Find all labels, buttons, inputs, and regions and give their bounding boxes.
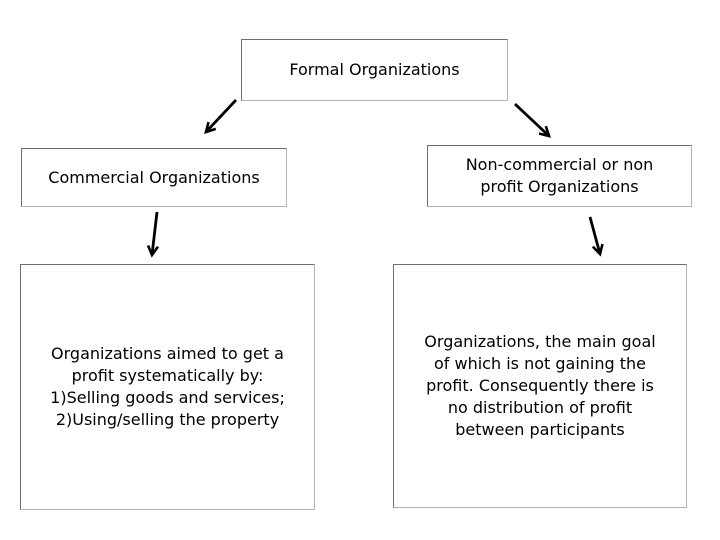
node-commercial-description-label: Organizations aimed to get a profit syst… [50,344,285,429]
node-noncommercial-organizations: Non-commercial or non profit Organizatio… [427,145,692,207]
node-formal-organizations-label: Formal Organizations [289,60,460,79]
arrow-commercial-to-description [146,211,160,258]
arrow-noncommercial-to-description [588,216,604,257]
arrow-formal-to-commercial [204,99,238,134]
node-commercial-description: Organizations aimed to get a profit syst… [20,264,315,510]
node-noncommercial-description-label: Organizations, the main goal of which is… [424,332,656,439]
arrow-formal-to-noncommercial [514,102,551,138]
node-commercial-organizations-label: Commercial Organizations [48,167,260,187]
node-commercial-organizations: Commercial Organizations [21,148,287,207]
node-formal-organizations: Formal Organizations [241,39,508,101]
node-noncommercial-organizations-label: Non-commercial or non profit Organizatio… [465,155,654,196]
node-noncommercial-description: Organizations, the main goal of which is… [393,264,687,508]
